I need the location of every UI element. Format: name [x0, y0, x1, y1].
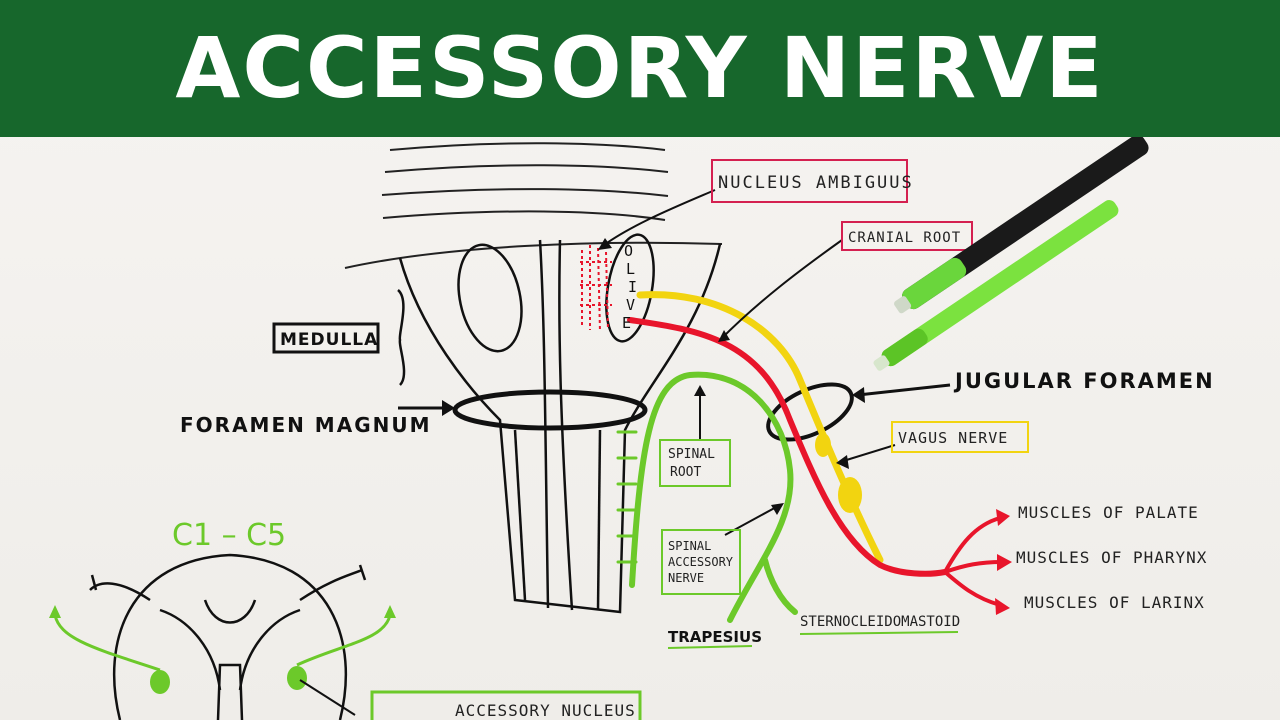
svg-text:L: L — [626, 260, 635, 278]
label-trapesius: TRAPESIUS — [668, 628, 762, 646]
green-marker-pen-icon — [873, 200, 1119, 371]
spinal-accessory-box — [661, 529, 741, 595]
cranial-root-box — [841, 221, 973, 251]
label-c1-c5: C1 – C5 — [172, 518, 286, 553]
label-spinal-accessory-3: NERVE — [668, 571, 704, 585]
label-spinal-root-1: SPINAL — [668, 447, 715, 462]
label-spinal-accessory-2: ACCESSORY — [668, 555, 734, 569]
vagus-nerve-box — [891, 421, 1029, 453]
left-accessory-nucleus — [150, 670, 170, 694]
label-sternocleidomastoid: STERNOCLEIDOMASTOID — [800, 614, 960, 630]
label-spinal-accessory-1: SPINAL — [668, 539, 711, 553]
trapesius-underline — [667, 645, 753, 649]
olive-letters: O L I V E — [622, 242, 637, 332]
right-accessory-nucleus — [287, 666, 307, 690]
label-vagus-nerve: VAGUS NERVE — [898, 429, 1008, 447]
label-muscles-pharynx: MUSCLES OF PHARYNX — [1016, 548, 1207, 567]
branch-arrowheads — [995, 509, 1012, 615]
foramen-magnum-ring — [452, 389, 648, 431]
label-medulla: MEDULLA — [280, 330, 378, 350]
label-foramen-magnum: FORAMEN MAGNUM — [180, 413, 432, 437]
spinal-root-box — [659, 439, 731, 487]
label-nucleus-ambiguus: NUCLEUS AMBIGUUS — [718, 173, 914, 193]
pointer-arrowheads — [442, 238, 865, 515]
label-jugular-foramen: JUGULAR FORAMEN — [953, 369, 1215, 393]
scm-underline — [799, 631, 959, 635]
spinal-cord-arrowheads — [49, 605, 396, 618]
cranial-root-path — [627, 317, 948, 577]
nucleus-ambiguus-dots — [580, 245, 612, 333]
svg-text:E: E — [622, 314, 631, 332]
svg-text:I: I — [628, 278, 637, 296]
medulla-box — [272, 322, 380, 354]
spinal-root-nerve — [616, 371, 798, 623]
vagus-nerve-path — [636, 291, 884, 564]
label-accessory-nucleus: ACCESSORY NUCLEUS — [455, 701, 636, 720]
svg-text:V: V — [626, 296, 635, 314]
vagus-ganglion-inferior — [838, 477, 862, 513]
nucleus-ambiguus-box — [711, 159, 908, 203]
svg-text:O: O — [624, 242, 633, 260]
muscle-branches — [943, 516, 1003, 607]
label-muscles-larinx: MUSCLES OF LARINX — [1024, 593, 1205, 612]
spinal-cord-fibers — [53, 614, 392, 672]
label-cranial-root: CRANIAL ROOT — [848, 230, 961, 246]
pons-lines — [344, 121, 723, 269]
page-title: ACCESSORY NERVE — [175, 19, 1105, 117]
label-spinal-root-2: ROOT — [670, 465, 701, 480]
accessory-nucleus-box — [370, 690, 642, 720]
label-muscles-palate: MUSCLES OF PALATE — [1018, 503, 1199, 522]
black-marker-pen-icon — [894, 134, 1149, 314]
nucleus-pointer — [299, 679, 356, 716]
vagus-ganglion-superior — [815, 433, 831, 457]
title-banner: ACCESSORY NERVE — [0, 0, 1280, 137]
